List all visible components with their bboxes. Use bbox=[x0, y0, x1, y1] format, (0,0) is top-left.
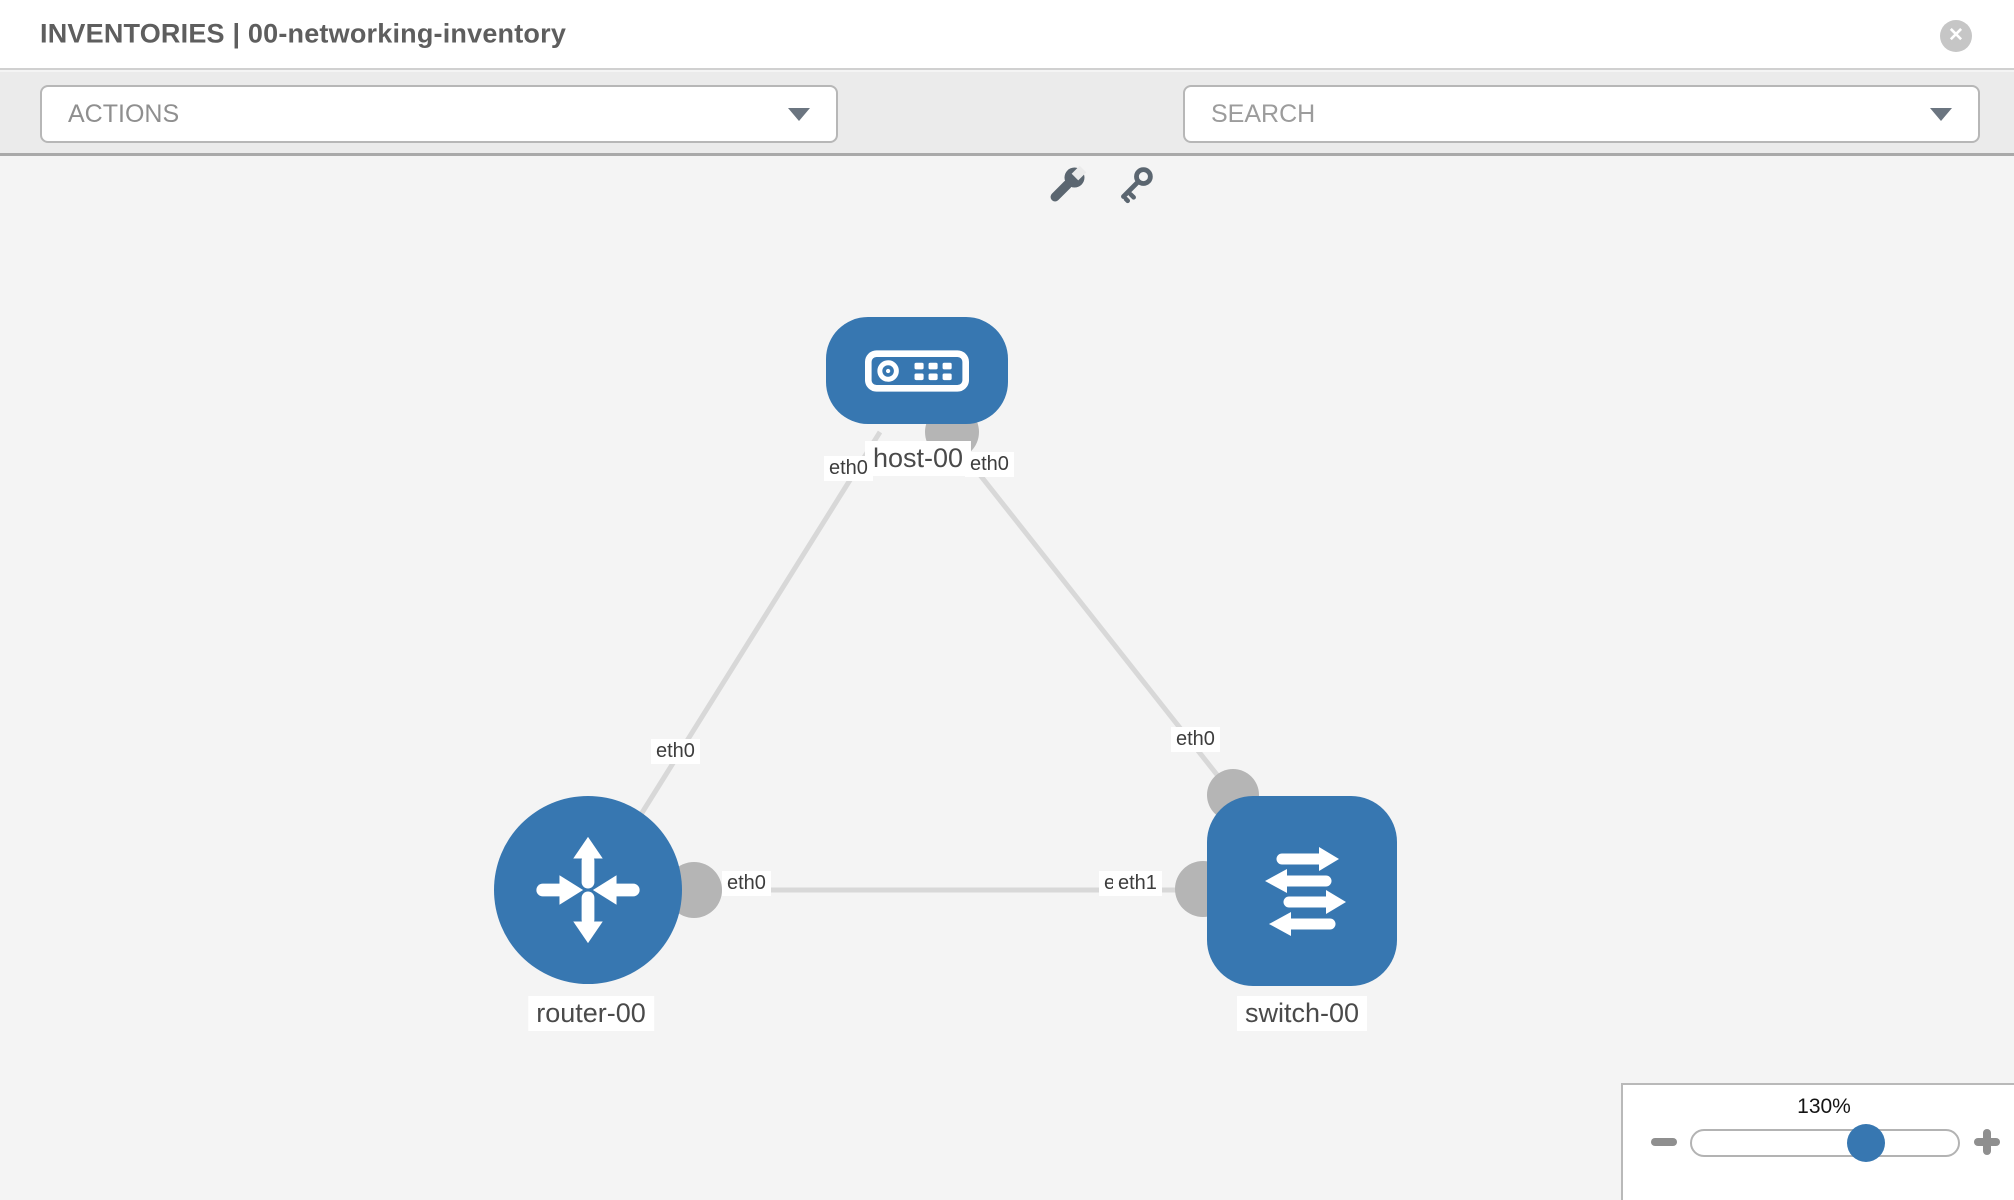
chevron-down-icon bbox=[1930, 107, 1952, 121]
minus-icon[interactable] bbox=[1651, 1138, 1677, 1146]
zoom-control-panel: 130% bbox=[1621, 1083, 2014, 1200]
key-icon[interactable] bbox=[1110, 162, 1158, 210]
port-label-host-router-router-end: eth0 bbox=[651, 739, 700, 764]
page-title: INVENTORIES | 00-networking-inventory bbox=[40, 18, 567, 49]
router-icon bbox=[536, 836, 640, 944]
plus-icon[interactable] bbox=[1974, 1129, 2000, 1155]
toolbar: ACTIONS bbox=[0, 72, 2014, 204]
wrench-icon[interactable] bbox=[1042, 162, 1090, 210]
topology-canvas[interactable] bbox=[0, 159, 2014, 1200]
zoom-level-readout: 130% bbox=[1797, 1095, 1851, 1118]
node-host-00[interactable] bbox=[826, 317, 1008, 424]
port-label-host-switch-host-end: eth0 bbox=[965, 452, 1014, 477]
chevron-down-icon bbox=[788, 107, 810, 121]
actions-dropdown-label: ACTIONS bbox=[68, 99, 180, 128]
switch-icon bbox=[1265, 847, 1346, 936]
actions-dropdown[interactable]: ACTIONS bbox=[40, 85, 838, 143]
close-icon[interactable]: ✕ bbox=[1940, 20, 1972, 52]
node-router-00[interactable] bbox=[494, 796, 682, 984]
search-input[interactable] bbox=[1211, 99, 1930, 129]
node-label-switch: switch-00 bbox=[1236, 996, 1368, 1031]
zoom-slider-track[interactable] bbox=[1690, 1129, 1960, 1157]
node-switch-00[interactable] bbox=[1207, 796, 1397, 986]
search-dropdown[interactable] bbox=[1183, 85, 1980, 143]
node-label-host: host-00 bbox=[864, 441, 972, 476]
port-label-router-switch-switch-end-eth1: eth1 bbox=[1113, 871, 1162, 896]
port-label-router-switch-router-end: eth0 bbox=[722, 871, 771, 896]
host-icon bbox=[865, 349, 969, 392]
port-label-host-router-host-end: eth0 bbox=[824, 456, 873, 481]
node-label-router: router-00 bbox=[528, 996, 654, 1031]
zoom-slider-thumb[interactable] bbox=[1847, 1124, 1885, 1162]
port-label-host-switch-switch-end: eth0 bbox=[1171, 727, 1220, 752]
header-bar: INVENTORIES | 00-networking-inventory ✕ bbox=[0, 0, 2014, 70]
